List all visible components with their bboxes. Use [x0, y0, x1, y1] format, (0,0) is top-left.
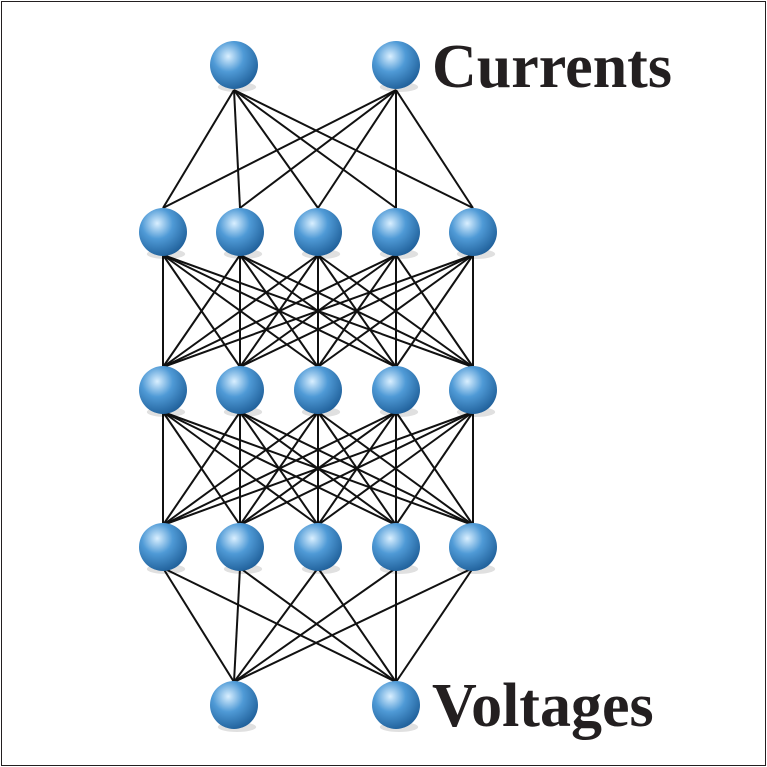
edge-l3-0-to-l4-0: [162, 567, 235, 683]
edge-l0-0-to-l1-2: [233, 89, 319, 209]
node-layer0-1: [372, 41, 420, 92]
node-layer2-2: [294, 366, 342, 417]
voltages-label: Voltages: [432, 672, 654, 740]
edge-l3-4-to-l4-1: [395, 567, 474, 683]
edge-l2-2-to-l3-0: [162, 411, 319, 526]
edge-l3-2-to-l4-0: [233, 567, 319, 683]
node-layer2-3: [372, 366, 420, 417]
node-layer2-1: [216, 366, 264, 417]
node-layer1-1: [216, 208, 264, 259]
node-layer1-2: [294, 208, 342, 259]
edge-l0-1-to-l1-2: [317, 89, 397, 209]
edge-l0-1-to-l1-4: [395, 89, 474, 209]
edge-l2-4-to-l3-2: [317, 411, 474, 526]
edge-l3-1-to-l4-1: [239, 567, 397, 683]
node-layer2-4: [449, 366, 497, 417]
edge-l0-0-to-l1-3: [233, 89, 397, 209]
node-layer1-4: [449, 208, 497, 259]
edge-l1-4-to-l2-3: [395, 254, 474, 368]
edge-l3-3-to-l4-0: [233, 567, 397, 683]
node-layer3-2: [294, 523, 342, 574]
edge-l1-2-to-l2-0: [162, 254, 319, 368]
edge-l3-1-to-l4-0: [233, 567, 241, 683]
node-layer4-1: [372, 681, 420, 732]
edge-l1-4-to-l2-1: [239, 254, 474, 368]
edge-l1-1-to-l2-0: [162, 254, 241, 368]
edge-l0-0-to-l1-0: [162, 89, 235, 209]
node-layer1-0: [139, 208, 187, 259]
edge-l0-1-to-l1-1: [239, 89, 397, 209]
node-layer3-3: [372, 523, 420, 574]
node-layer3-4: [449, 523, 497, 574]
node-layer1-3: [372, 208, 420, 259]
edge-l1-4-to-l2-0: [162, 254, 474, 368]
edge-l2-4-to-l3-3: [395, 411, 474, 526]
edge-l2-3-to-l3-0: [162, 411, 397, 526]
edge-l0-0-to-l1-4: [233, 89, 474, 209]
connections: [162, 89, 474, 683]
node-layer3-1: [216, 523, 264, 574]
node-layer2-0: [139, 366, 187, 417]
edge-l2-4-to-l3-0: [162, 411, 474, 526]
edge-l3-2-to-l4-1: [317, 567, 397, 683]
node-layer4-0: [210, 681, 258, 732]
edge-l0-1-to-l1-0: [162, 89, 397, 209]
nodes: [139, 41, 497, 732]
currents-label: Currents: [432, 33, 672, 101]
edge-l1-4-to-l2-2: [317, 254, 474, 368]
edge-l0-0-to-l1-1: [233, 89, 241, 209]
edge-l3-0-to-l4-1: [162, 567, 397, 683]
edge-l2-4-to-l3-1: [239, 411, 474, 526]
node-layer3-0: [139, 523, 187, 574]
edge-l3-4-to-l4-0: [233, 567, 474, 683]
edge-l2-1-to-l3-0: [162, 411, 241, 526]
edge-l1-3-to-l2-0: [162, 254, 397, 368]
node-layer0-0: [210, 41, 258, 92]
